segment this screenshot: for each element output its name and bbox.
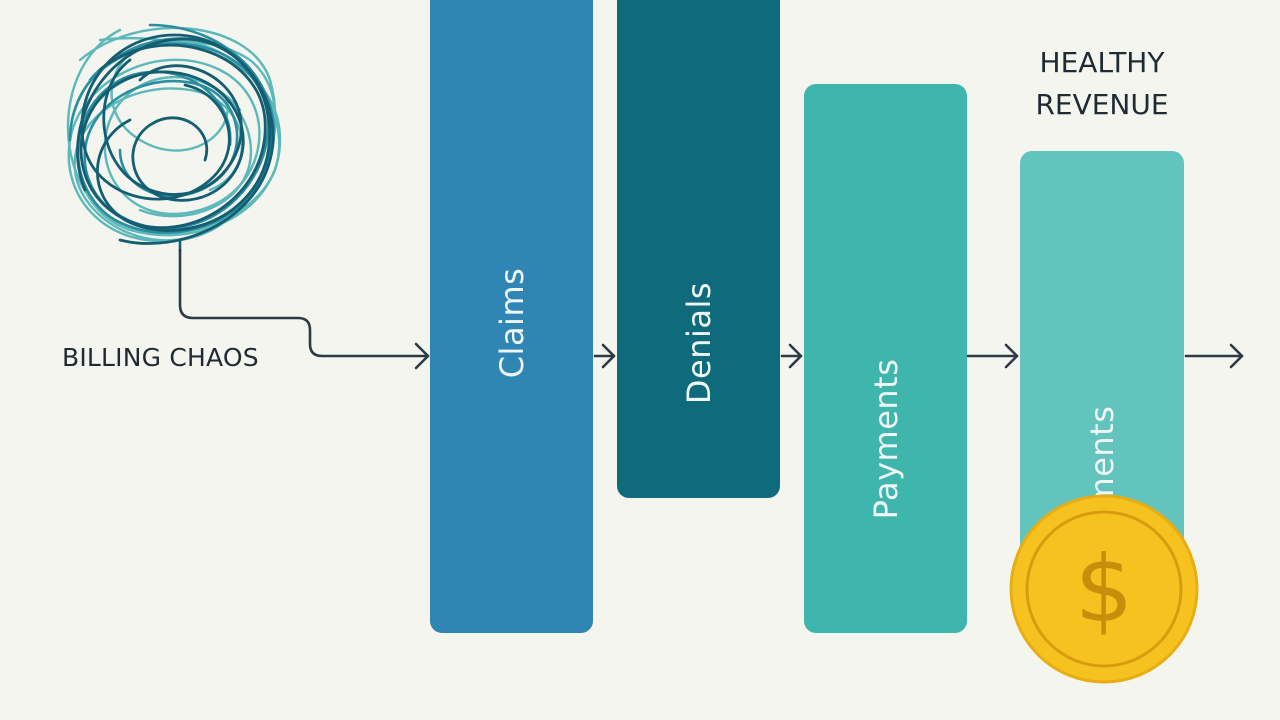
arrow-right-icon [1229, 343, 1244, 369]
billing-chaos-label: BILLING CHAOS [62, 343, 259, 372]
healthy-revenue-label: HEALTHY REVENUE [1026, 42, 1178, 126]
arrow-right-icon [1004, 343, 1019, 369]
arrow-right-icon [601, 343, 616, 369]
stage-denials: Denials [617, 0, 780, 498]
coin-dollar-symbol: $ [1075, 536, 1134, 643]
coin-dollar-icon: $ [1009, 494, 1199, 684]
stage-payments: Payments [804, 84, 967, 633]
healthy-revenue-line2: REVENUE [1035, 88, 1169, 121]
chaos-connector [178, 248, 430, 358]
healthy-revenue-line1: HEALTHY [1039, 46, 1165, 79]
arrow-right-icon [788, 343, 803, 369]
stage-claims: Claims [430, 0, 593, 633]
scribble-tangle-icon [66, 23, 282, 252]
arrow-right-icon [414, 342, 430, 370]
